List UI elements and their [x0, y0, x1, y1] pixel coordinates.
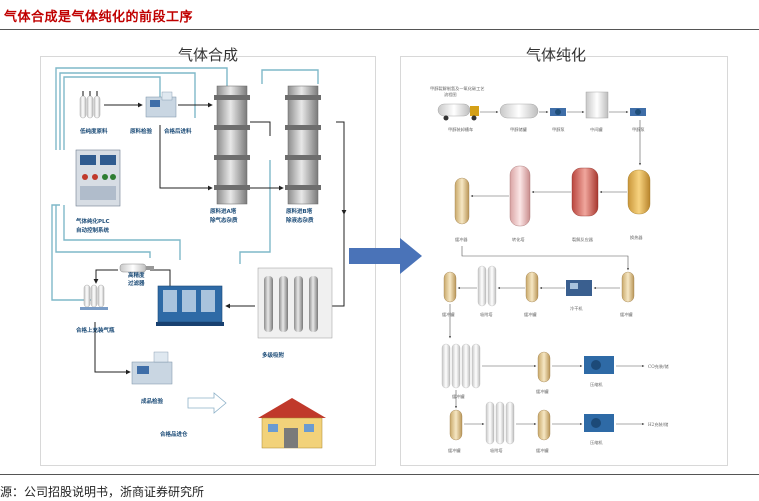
- synthesis-pipes: [51, 67, 319, 301]
- methanol-storage-tank: [499, 103, 539, 119]
- filling-machine: [156, 285, 224, 326]
- buffer-vessel: [454, 177, 470, 225]
- label-multistage: 多级吸附: [262, 351, 285, 359]
- intermediate-tank: [585, 91, 609, 119]
- buffer-tank-r3a: [621, 271, 635, 303]
- label-pump-2: 甲醇泵: [632, 126, 645, 133]
- label-buffer-tank-4: 缓冲罐: [536, 388, 549, 395]
- label-compressor-2: 压缩机: [590, 439, 603, 446]
- buffer-tank-r5a: [449, 409, 463, 441]
- adsorber-bank: [477, 265, 497, 307]
- label-plc-line2: 自动控制系统: [76, 226, 110, 234]
- high-precision-filter: [119, 263, 154, 273]
- compressor-1: [584, 356, 614, 374]
- label-buffer-tank-6: 缓冲罐: [536, 447, 549, 454]
- label-truck: 甲醇装卸槽车: [448, 126, 473, 133]
- purification-heading: 气体纯化: [525, 46, 586, 64]
- label-warehouse: 合格品进仓: [160, 430, 188, 438]
- product-check-analyzer: [131, 351, 173, 385]
- synthesis-flow-lines: [93, 102, 347, 375]
- label-filter: 高精度过滤器: [128, 271, 145, 287]
- label-qualified-in: 合格后进料: [164, 127, 192, 135]
- label-dryer: 冷干机: [570, 305, 583, 312]
- label-raw-cylinders: 低纯度原料: [79, 127, 108, 135]
- plc-cabinet: [75, 149, 121, 207]
- multistage-adsorption-unit: [257, 267, 333, 339]
- label-tower-b: 原料进B塔除液态杂质: [286, 207, 314, 224]
- page-title: 气体合成是气体纯化的前段工序: [4, 10, 194, 25]
- compressor-2: [584, 414, 614, 432]
- warehouse: [258, 398, 326, 449]
- label-plc: 气体纯化PLC 自动控制系统: [75, 217, 112, 234]
- bottom-divider: [0, 474, 759, 475]
- purification-panel: [400, 56, 728, 466]
- buffer-tank-r4: [537, 351, 551, 383]
- synthesis-heading: 气体合成: [177, 46, 238, 64]
- label-buffer-tank: 缓冲罐: [620, 311, 633, 318]
- label-compressor-1: 压缩机: [590, 381, 603, 388]
- label-buffer: 缓冲器: [455, 236, 468, 243]
- top-divider: [0, 29, 759, 30]
- process-title: 甲醇裂解制氢及一氧化碳工艺流程图: [430, 85, 484, 98]
- purification-flow-row4: [454, 364, 645, 409]
- to-warehouse-arrow: [187, 392, 227, 414]
- label-heat-exchanger: 换热器: [630, 234, 643, 241]
- filling-cylinders: [80, 284, 108, 310]
- label-buffer-tank-2: 缓冲罐: [524, 311, 537, 318]
- heat-exchanger: [627, 169, 651, 215]
- synthesis-to-purification-arrow: [349, 238, 422, 274]
- label-fill: 合格上充装气瓶: [76, 326, 115, 334]
- label-bank-2: 吸附塔: [490, 447, 503, 454]
- label-adsorber: 吸附塔: [480, 311, 493, 318]
- buffer-tank-r3c: [443, 271, 457, 303]
- tower-a: [214, 85, 250, 205]
- label-bank-1: 缓冲罐: [452, 393, 465, 400]
- label-intermediate: 中间罐: [590, 126, 603, 133]
- label-product-check: 成品检验: [141, 397, 164, 405]
- methanol-pump-2: [630, 108, 646, 116]
- label-raw-check: 原料检验: [130, 127, 153, 135]
- cylinder-bank-2: [485, 401, 515, 445]
- label-buffer-tank-5: 缓冲罐: [448, 447, 461, 454]
- label-buffer-tank-3: 缓冲罐: [442, 311, 455, 318]
- raw-material-cylinders: [79, 91, 101, 119]
- purification-flow-row1: [480, 110, 642, 166]
- label-tower-a: 原料进A塔除气态杂质: [210, 207, 238, 224]
- label-co-product: CO充装/储: [648, 363, 669, 370]
- methanol-truck: [437, 103, 479, 121]
- cylinder-bank-1: [441, 343, 481, 389]
- label-storage-tank: 甲醇储罐: [510, 126, 528, 133]
- label-h2-product: H2充装/储: [648, 421, 668, 428]
- label-reformer: 转化塔: [512, 236, 525, 243]
- tower-b: [285, 85, 321, 205]
- label-plc-line1: 气体纯化PLC: [75, 217, 110, 225]
- buffer-tank-r3b: [525, 271, 539, 303]
- label-reactor: 裂解反应器: [572, 236, 594, 243]
- purification-flow-row3: [448, 286, 620, 339]
- label-pump: 甲醇泵: [552, 126, 565, 133]
- raw-check-analyzer: [145, 91, 177, 118]
- cold-dryer: [566, 280, 592, 296]
- source-note: 源：公司招股说明书，浙商证券研究所: [0, 485, 205, 499]
- cracking-reactor: [571, 167, 599, 217]
- reformer-tower: [509, 165, 531, 227]
- purification-flow-row2: [461, 190, 630, 271]
- methanol-pump: [550, 108, 566, 116]
- buffer-tank-r5b: [537, 409, 551, 441]
